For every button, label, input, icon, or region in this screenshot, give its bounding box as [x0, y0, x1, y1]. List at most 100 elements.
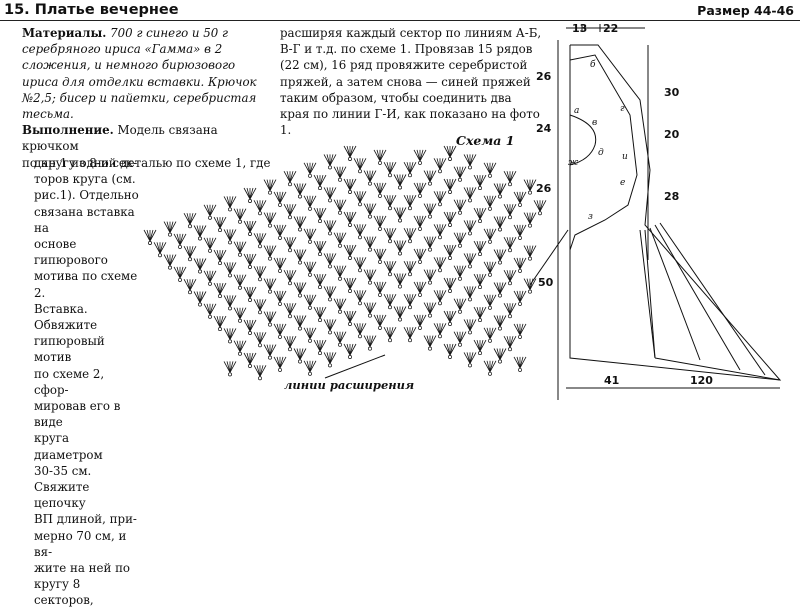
shell-stitch — [463, 286, 477, 302]
shell-stitch — [223, 361, 237, 377]
header-rule — [0, 20, 800, 21]
shell-stitch — [303, 294, 317, 310]
shell-stitch — [453, 331, 467, 347]
shell-stitch — [263, 179, 277, 195]
shell-stitch — [263, 245, 277, 261]
shell-stitch — [343, 211, 357, 227]
page-header: 15. Платье вечернее Размер 44-46 — [0, 0, 800, 22]
shell-stitch — [503, 336, 517, 352]
shell-stitch — [413, 215, 427, 231]
shell-stitch — [403, 162, 417, 178]
point-label: з — [588, 212, 593, 222]
shell-stitch — [433, 257, 447, 273]
shell-stitch — [443, 244, 457, 260]
shell-stitch — [333, 232, 347, 248]
shell-stitch — [443, 145, 457, 161]
shell-stitch — [313, 273, 327, 290]
shell-stitch — [513, 356, 527, 372]
shell-stitch — [273, 356, 287, 372]
shell-stitch — [323, 154, 337, 170]
shell-stitch — [203, 237, 217, 253]
shell-stitch — [253, 365, 267, 381]
materials-paragraph: Материалы. 700 г синего и 50 г серебряно… — [22, 25, 274, 122]
shell-stitch — [253, 233, 267, 249]
shell-stitch — [393, 240, 407, 256]
shell-stitch — [423, 203, 437, 219]
shell-stitch — [283, 204, 297, 220]
shell-stitch — [343, 244, 357, 260]
execution-line: 30-35 см. — [34, 463, 92, 478]
shell-stitch — [493, 315, 507, 331]
shell-stitch — [223, 262, 237, 278]
shell-stitch — [463, 220, 477, 236]
shell-stitch — [193, 291, 207, 307]
shell-stitch — [313, 174, 327, 191]
shell-stitch — [413, 182, 427, 198]
execution-line: мерно 70 см, и вя- — [34, 528, 127, 559]
shell-stitch — [353, 191, 367, 207]
diagram-canvas — [143, 24, 782, 400]
point-label: а — [574, 106, 580, 116]
point-label: д — [598, 148, 604, 158]
shell-stitch — [233, 340, 247, 356]
point-label: г — [620, 104, 625, 114]
shell-stitch — [333, 265, 347, 281]
execution-line: Вставка. Обвяжите — [34, 301, 98, 333]
shell-stitch — [473, 240, 487, 257]
dim-left-c: 26 — [536, 182, 552, 195]
shell-stitch — [403, 228, 417, 244]
shell-stitch — [433, 224, 447, 240]
shell-stitch — [253, 332, 267, 348]
shell-stitch — [343, 277, 357, 293]
materials-block: Материалы. 700 г синего и 50 г серебряно… — [22, 25, 274, 171]
shell-stitch — [283, 171, 297, 187]
shell-stitch — [433, 323, 447, 339]
dim-hem-left: 50 — [538, 276, 554, 289]
shell-stitch — [193, 225, 207, 241]
shell-stitch — [213, 216, 227, 233]
shell-stitch — [283, 336, 297, 352]
shell-stitch — [263, 278, 277, 294]
shell-stitch — [223, 196, 237, 212]
shell-stitch — [353, 290, 367, 306]
shell-stitch — [463, 187, 477, 203]
shell-stitch — [223, 295, 237, 311]
shell-stitch — [333, 199, 347, 215]
shell-stitch — [413, 281, 427, 297]
shell-stitch — [443, 211, 457, 227]
execution-line: Свяжите цепочку — [34, 480, 90, 511]
shell-stitch — [353, 158, 367, 174]
shell-stitch — [483, 162, 497, 178]
execution-line: основе гипюрового — [34, 237, 108, 268]
execution-line: ВП длиной, при- — [34, 512, 137, 527]
shell-stitch — [363, 236, 377, 252]
shell-stitch — [363, 203, 377, 219]
shell-stitch — [453, 232, 467, 248]
shell-stitch — [523, 179, 537, 195]
execution-line: дан 1 из 8-и сек- — [34, 156, 138, 170]
execution-line: по кругу одной деталью по схеме 1, где — [22, 155, 271, 170]
execution-line: гипюровый мотив — [34, 334, 105, 365]
shell-stitch — [443, 277, 457, 293]
shell-stitch — [493, 216, 507, 232]
shell-stitch — [213, 315, 227, 332]
shell-stitch — [473, 339, 487, 356]
shell-stitch — [363, 335, 377, 351]
shell-stitch — [363, 302, 377, 318]
shell-stitch — [383, 162, 397, 178]
shell-stitch — [483, 261, 497, 277]
shell-stitch — [373, 149, 387, 165]
shell-stitch — [493, 348, 507, 364]
shell-stitch — [383, 228, 397, 244]
shell-stitch — [293, 282, 307, 298]
shell-stitch — [163, 254, 177, 270]
shell-stitch — [473, 174, 487, 191]
shell-stitch — [413, 149, 427, 165]
shell-stitch — [423, 269, 437, 285]
crochet-chart — [143, 145, 547, 381]
shell-stitch — [403, 294, 417, 310]
shell-stitch — [173, 233, 187, 249]
shell-stitch — [483, 294, 497, 310]
shell-stitch — [383, 195, 397, 211]
shell-stitch — [503, 171, 517, 187]
